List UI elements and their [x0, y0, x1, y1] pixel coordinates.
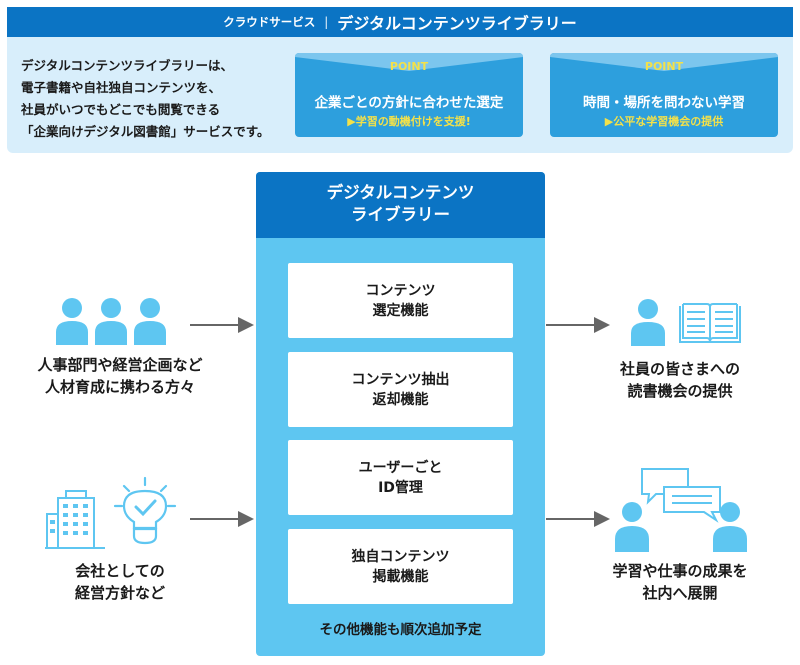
point-card-selection: POINT 企業ごとの方針に合わせた選定 ▶学習の動機付けを支援!: [295, 53, 523, 137]
output-label-reading-opportunity: 社員の皆さまへの 読書機会の提供: [560, 358, 800, 402]
people-group-icon: [56, 298, 166, 345]
people-chat-icon: [615, 468, 747, 552]
function-line: 掲載機能: [372, 568, 429, 585]
header-separator: |: [324, 15, 329, 29]
intro-panel: デジタルコンテンツライブラリーは、 電子書籍や自社独自コンテンツを、 社員がいつ…: [7, 37, 793, 153]
building-icon: [45, 490, 105, 549]
label-line: 社内へ展開: [642, 584, 718, 602]
page-title: デジタルコンテンツライブラリー: [337, 14, 577, 33]
label-line: 人事部門や経営企画など: [37, 356, 203, 374]
arrow-right-icon: [190, 317, 254, 333]
point-notch: [295, 53, 523, 71]
point-sub-text: ▶公平な学習機会の提供: [604, 115, 724, 128]
library-title-line: ライブラリー: [351, 205, 450, 224]
open-book-icon: [679, 303, 741, 343]
library-title: デジタルコンテンツ ライブラリー: [256, 172, 545, 238]
lightbulb-check-icon: [113, 476, 177, 545]
function-line: ユーザーごと: [358, 459, 443, 476]
point-label: POINT: [389, 60, 429, 73]
function-line: 選定機能: [372, 302, 429, 319]
point-sub-text: ▶学習の動機付けを支援!: [347, 115, 471, 128]
point-card-anytime: POINT 時間・場所を問わない学習 ▶公平な学習機会の提供: [550, 53, 778, 137]
library-title-line: デジタルコンテンツ: [326, 183, 475, 202]
label-line: 人材育成に携わる方々: [44, 378, 195, 396]
intro-line: 電子書籍や自社独自コンテンツを、: [21, 80, 222, 95]
function-box-extract-return: コンテンツ抽出 返却機能: [288, 352, 513, 427]
point-notch: [550, 53, 778, 71]
arrow-right-icon: [546, 511, 610, 527]
output-label-share-results: 学習や仕事の成果を 社内へ展開: [560, 560, 800, 604]
label-line: 社員の皆さまへの: [619, 360, 740, 378]
function-line: 独自コンテンツ: [351, 548, 450, 565]
label-line: 学習や仕事の成果を: [612, 562, 748, 580]
service-label: クラウドサービス: [223, 15, 316, 29]
arrow-right-icon: [190, 511, 254, 527]
input-label-hr-planning: 人事部門や経営企画など 人材育成に携わる方々: [0, 354, 240, 398]
intro-line: 「企業向けデジタル図書館」サービスです。: [21, 124, 270, 139]
function-line: 返却機能: [372, 391, 429, 408]
person-reading-icon: [631, 299, 665, 346]
function-box-content-selection: コンテンツ 選定機能: [288, 263, 513, 338]
library-column: デジタルコンテンツ ライブラリー コンテンツ 選定機能 コンテンツ抽出 返却機能…: [256, 172, 545, 656]
intro-description: デジタルコンテンツライブラリーは、 電子書籍や自社独自コンテンツを、 社員がいつ…: [21, 55, 301, 143]
function-line: ID管理: [378, 479, 423, 496]
point-label: POINT: [644, 60, 684, 73]
label-line: 経営方針など: [74, 584, 165, 602]
label-line: 読書機会の提供: [627, 382, 733, 400]
intro-line: デジタルコンテンツライブラリーは、: [21, 58, 234, 73]
point-main-text: 時間・場所を問わない学習: [583, 95, 745, 111]
input-label-company-policy: 会社としての 経営方針など: [0, 560, 240, 604]
point-main-text: 企業ごとの方針に合わせた選定: [314, 95, 504, 111]
function-box-own-content: 独自コンテンツ 掲載機能: [288, 529, 513, 604]
function-line: コンテンツ抽出: [351, 371, 450, 388]
library-note: その他機能も順次追加予定: [319, 622, 482, 638]
intro-line: 社員がいつでもどこでも閲覧できる: [21, 102, 221, 117]
function-box-id-management: ユーザーごと ID管理: [288, 440, 513, 515]
label-line: 会社としての: [75, 562, 165, 580]
arrow-right-icon: [546, 317, 610, 333]
function-line: コンテンツ: [365, 282, 436, 299]
header-bar: クラウドサービス | デジタルコンテンツライブラリー: [7, 7, 793, 37]
